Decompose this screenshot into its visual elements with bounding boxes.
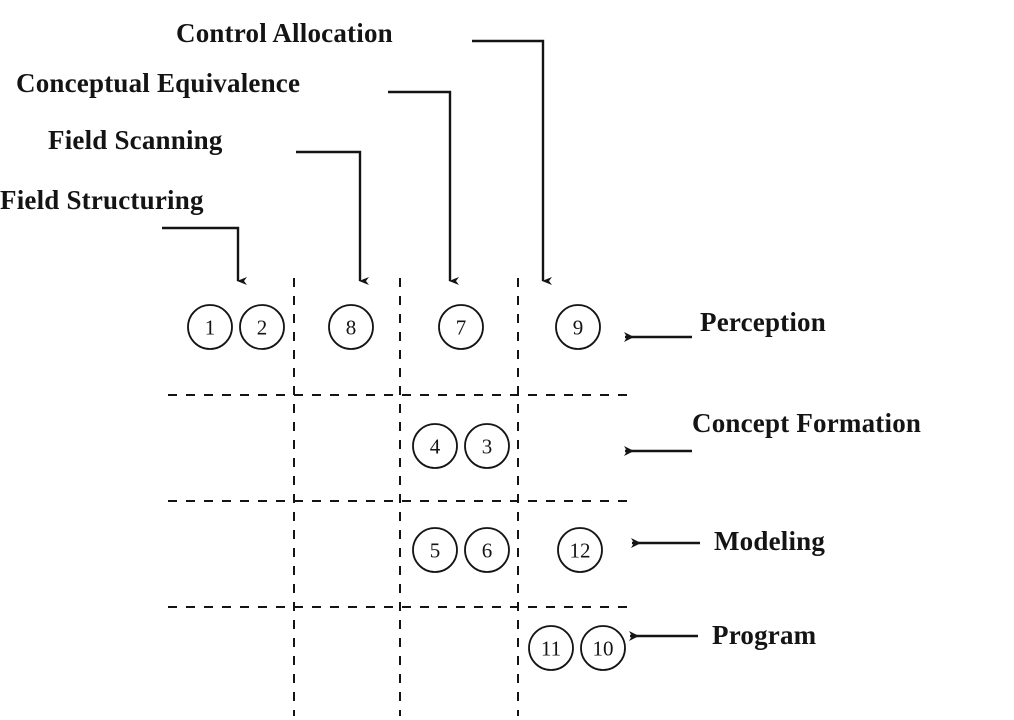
node-label-2: 2 bbox=[256, 315, 268, 340]
node-label-8: 8 bbox=[345, 315, 357, 340]
row-label-concept-formation: Concept Formation bbox=[692, 408, 922, 438]
node-circles bbox=[187, 304, 626, 671]
row-label-program: Program bbox=[712, 620, 817, 650]
column-label-field-structuring: Field Structuring bbox=[0, 185, 204, 215]
node-label-1: 1 bbox=[204, 315, 216, 340]
node-circle-5 bbox=[412, 527, 458, 573]
node-label-9: 9 bbox=[572, 315, 584, 340]
connector-field-structuring bbox=[162, 226, 247, 285]
node-circle-4 bbox=[412, 423, 458, 469]
grid-dashed-lines bbox=[168, 278, 633, 716]
node-label-3: 3 bbox=[481, 434, 493, 459]
node-circle-2 bbox=[239, 304, 285, 350]
node-circle-11 bbox=[528, 625, 574, 671]
row-label-modeling: Modeling bbox=[714, 526, 826, 556]
node-label-11: 11 bbox=[540, 636, 562, 661]
connector-field-scanning bbox=[296, 150, 369, 285]
column-label-conceptual-equivalence: Conceptual Equivalence bbox=[16, 68, 301, 98]
connector-conceptual-equivalence bbox=[388, 90, 459, 285]
node-label-7: 7 bbox=[455, 315, 467, 340]
node-label-10: 10 bbox=[592, 636, 614, 661]
connector-control-allocation bbox=[472, 39, 552, 285]
node-circle-7 bbox=[438, 304, 484, 350]
node-label-6: 6 bbox=[481, 538, 493, 563]
node-circle-8 bbox=[328, 304, 374, 350]
row-label-arrows bbox=[624, 332, 700, 641]
node-label-5: 5 bbox=[429, 538, 441, 563]
node-circle-12 bbox=[557, 527, 603, 573]
node-circle-1 bbox=[187, 304, 233, 350]
node-label-4: 4 bbox=[429, 434, 441, 459]
column-label-control-allocation: Control Allocation bbox=[176, 18, 393, 48]
node-circle-3 bbox=[464, 423, 510, 469]
column-label-field-scanning: Field Scanning bbox=[48, 125, 223, 155]
node-circle-9 bbox=[555, 304, 601, 350]
top-label-connectors bbox=[162, 39, 552, 285]
node-circle-6 bbox=[464, 527, 510, 573]
row-label-perception: Perception bbox=[700, 307, 826, 337]
node-label-12: 12 bbox=[569, 538, 591, 563]
node-circle-10 bbox=[580, 625, 626, 671]
